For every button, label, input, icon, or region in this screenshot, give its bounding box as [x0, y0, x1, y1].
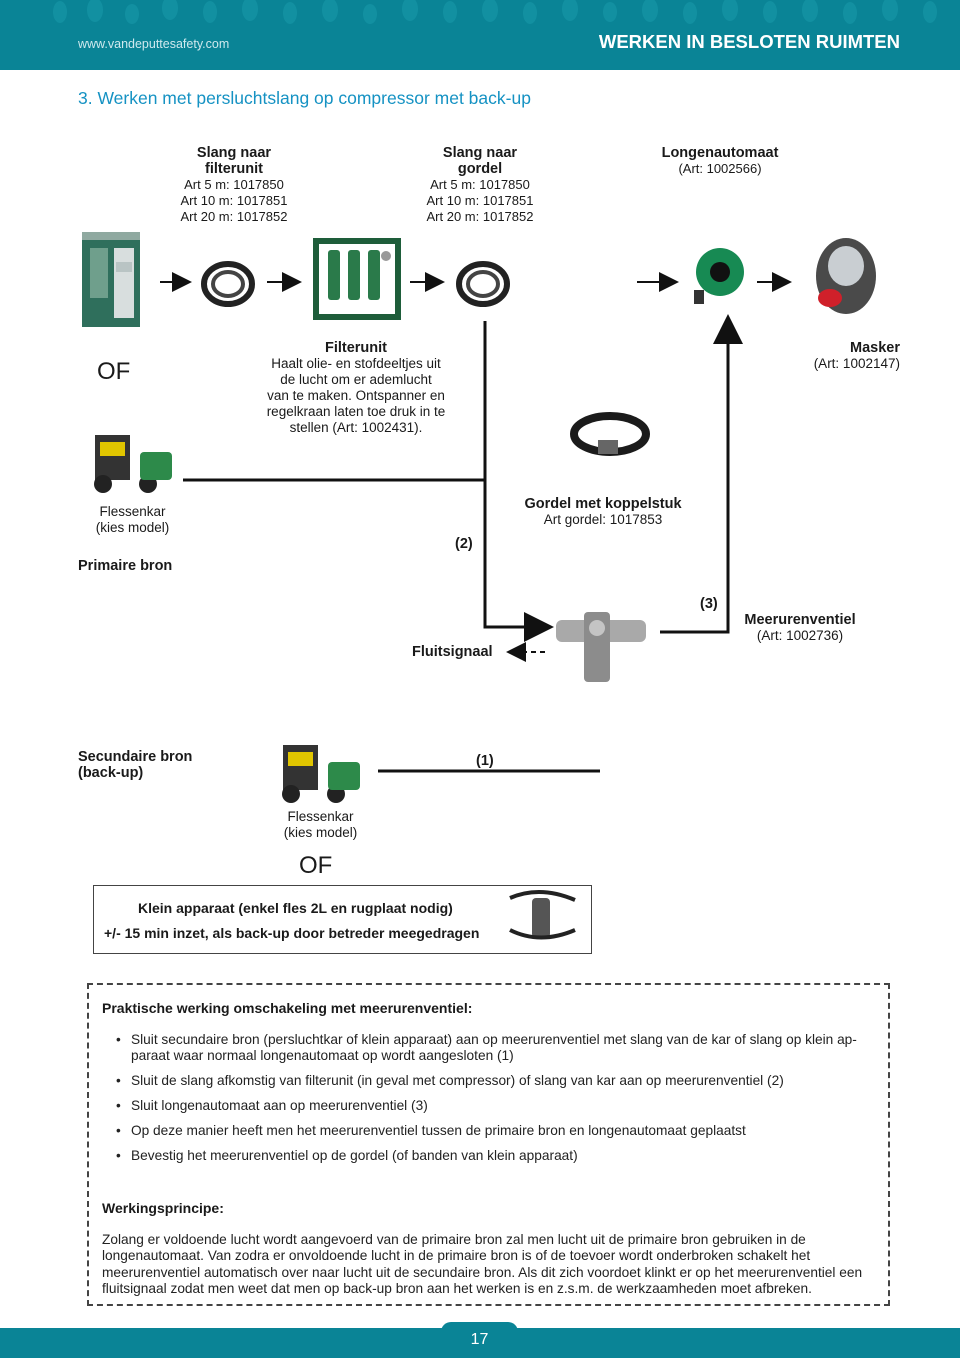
- filterunit-desc4: regelkraan laten toe druk in te: [266, 404, 446, 419]
- flessenkar1-l1: Flessenkar: [99, 504, 166, 519]
- longenautomaat-art: (Art: 1002566): [678, 161, 762, 176]
- connection-number-1: (1): [476, 753, 494, 769]
- page-number: 17: [441, 1322, 518, 1358]
- line-to-longenautomaat: [660, 314, 743, 634]
- flessenkar2-l2: (kies model): [283, 825, 358, 840]
- list-item: Sluit de slang afkomstig van filterunit …: [111, 1073, 871, 1089]
- slang-gordel-art2: Art 10 m: 1017851: [426, 193, 534, 208]
- slang-filterunit-art2: Art 10 m: 1017851: [180, 193, 288, 208]
- secundaire-l2: (back-up): [78, 765, 144, 781]
- meerurenventiel-label: Meerurenventiel (Art: 1002736): [737, 612, 863, 644]
- klein-apparaat-line2: +/- 15 min inzet, als back-up door betre…: [104, 925, 480, 941]
- slang-filterunit-title1: Slang naar: [196, 145, 272, 161]
- primaire-bron-label: Primaire bron: [78, 558, 173, 574]
- masker-title: Masker: [850, 340, 900, 356]
- list-item: Op deze manier heeft men het meerurenven…: [111, 1123, 871, 1139]
- filterunit-image: [313, 238, 401, 320]
- gordel-image: [570, 412, 650, 456]
- longenautomaat-image: [694, 248, 744, 304]
- filterunit-title: Filterunit: [324, 340, 388, 356]
- hose-image-2: [456, 261, 510, 307]
- meerurenventiel-art: (Art: 1002736): [756, 628, 844, 643]
- filterunit-desc2: de lucht om er ademlucht: [280, 372, 432, 387]
- slang-gordel-title2: gordel: [457, 161, 503, 177]
- slang-gordel-art3: Art 20 m: 1017852: [426, 209, 534, 224]
- instructions-box: Praktische werking omschakeling met meer…: [87, 983, 890, 1306]
- flessenkar1-l2: (kies model): [95, 520, 170, 535]
- header-band: www.vandeputtesafety.com WERKEN IN BESLO…: [0, 0, 960, 70]
- of-label-2: OF: [299, 852, 333, 879]
- slang-filterunit-label: Slang naar filterunit Art 5 m: 1017850 A…: [154, 145, 314, 225]
- secundaire-bron-label: Secundaire bron (back-up): [78, 749, 192, 781]
- slang-gordel-art1: Art 5 m: 1017850: [430, 177, 530, 192]
- praktisch-title: Praktische werking omschakeling met meer…: [102, 1000, 473, 1016]
- flessenkar-label-2: Flessenkar (kies model): [268, 809, 373, 841]
- flessenkar-label-1: Flessenkar (kies model): [80, 504, 185, 536]
- section-title: 3. Werken met persluchtslang op compress…: [78, 88, 531, 108]
- meerurenventiel-title: Meerurenventiel: [744, 612, 856, 628]
- fluitsignaal-label: Fluitsignaal: [412, 644, 493, 660]
- gordel-art: Art gordel: 1017853: [543, 512, 663, 527]
- klein-apparaat-line1: Klein apparaat (enkel fles 2L en rugplaa…: [138, 900, 453, 916]
- filterunit-desc1: Haalt olie- en stofdeeltjes uit: [271, 356, 441, 371]
- list-item: Bevestig het meerurenventiel op de gorde…: [111, 1148, 871, 1164]
- praktisch-list-wrap: Sluit secundaire bron (persluchtkar of k…: [111, 1032, 871, 1173]
- list-item: Sluit secundaire bron (persluchtkar of k…: [111, 1032, 871, 1064]
- klein-apparaat-image: [509, 889, 576, 940]
- filterunit-desc5: stellen (Art: 1002431).: [289, 420, 423, 435]
- of-label-1: OF: [97, 358, 131, 385]
- klein-apparaat-box: Klein apparaat (enkel fles 2L en rugplaa…: [93, 885, 592, 954]
- slang-gordel-label: Slang naar gordel Art 5 m: 1017850 Art 1…: [400, 145, 560, 225]
- masker-label: Masker (Art: 1002147): [790, 340, 900, 372]
- masker-image: [816, 238, 876, 314]
- werking-text: Zolang er voldoende lucht wordt aangevoe…: [102, 1232, 863, 1296]
- compressor-image: [82, 232, 140, 327]
- filterunit-desc3: van te maken. Ontspanner en: [267, 388, 445, 403]
- masker-art: (Art: 1002147): [813, 356, 900, 371]
- slang-gordel-title1: Slang naar: [442, 145, 518, 161]
- werking-title: Werkingsprincipe:: [102, 1200, 224, 1216]
- hose-image-1: [201, 261, 255, 307]
- flessenkar-image-2: [282, 745, 360, 803]
- slang-filterunit-title2: filterunit: [205, 161, 263, 177]
- line-to-meeruren: [483, 480, 554, 642]
- gordel-label: Gordel met koppelstuk Art gordel: 101785…: [510, 496, 696, 528]
- slang-filterunit-art3: Art 20 m: 1017852: [180, 209, 288, 224]
- secundaire-l1: Secundaire bron: [78, 749, 193, 765]
- connection-number-3: (3): [700, 596, 718, 612]
- longenautomaat-title: Longenautomaat: [661, 145, 779, 161]
- longenautomaat-label: Longenautomaat (Art: 1002566): [630, 145, 810, 177]
- flessenkar2-l1: Flessenkar: [287, 809, 354, 824]
- dot-pattern: [53, 0, 937, 24]
- meerurenventiel-image: [556, 612, 646, 682]
- website-url[interactable]: www.vandeputtesafety.com: [78, 37, 230, 51]
- header-title: WERKEN IN BESLOTEN RUIMTEN: [598, 31, 900, 52]
- connection-number-2: (2): [455, 536, 473, 552]
- gordel-title: Gordel met koppelstuk: [524, 496, 682, 512]
- slang-filterunit-art1: Art 5 m: 1017850: [184, 177, 284, 192]
- list-item: Sluit longenautomaat aan op meerurenvent…: [111, 1098, 871, 1114]
- praktisch-list: Sluit secundaire bron (persluchtkar of k…: [111, 1032, 871, 1164]
- filterunit-label: Filterunit Haalt olie- en stofdeeltjes u…: [246, 340, 466, 436]
- flessenkar-image-1: [94, 435, 172, 493]
